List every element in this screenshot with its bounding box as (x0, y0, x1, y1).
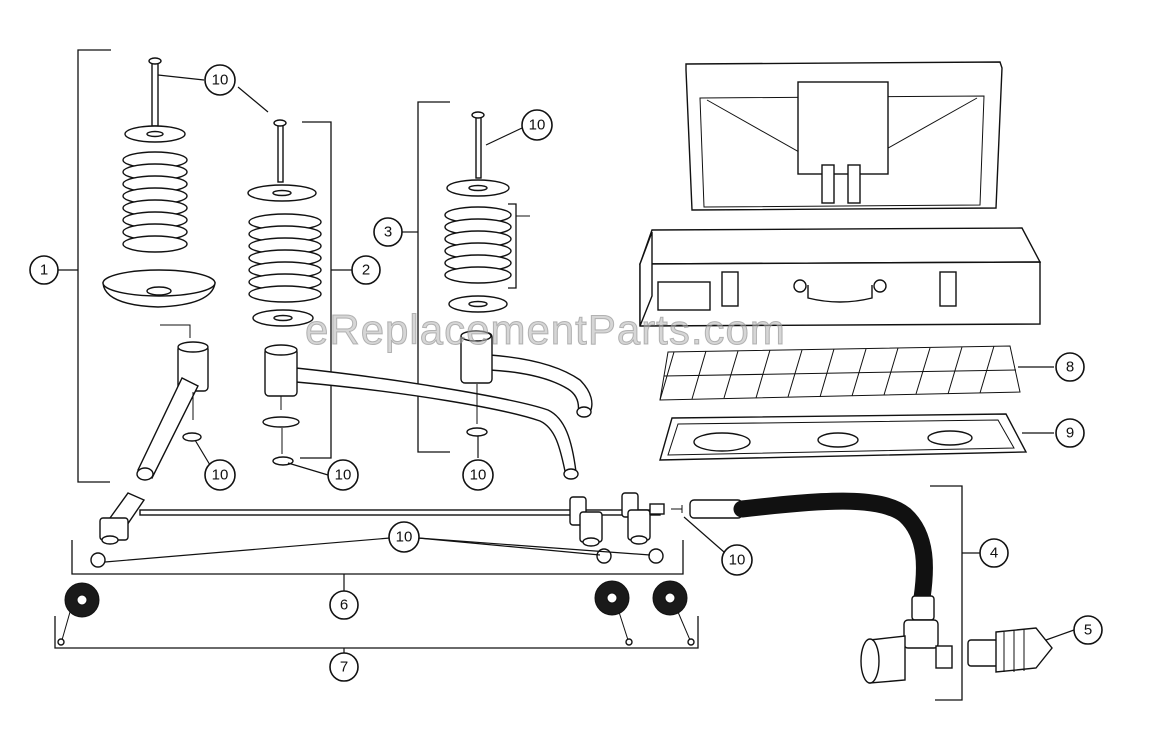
washer (262, 416, 300, 428)
callout-6-label: 6 (340, 597, 348, 614)
callout-2: 2 (351, 255, 381, 285)
knob-left (57, 582, 100, 646)
callout-1-label: 1 (40, 262, 48, 279)
stove-rim (639, 227, 1042, 265)
callout-1: 1 (29, 255, 59, 285)
burner-assembly-right (444, 111, 593, 437)
knob-middle (594, 580, 633, 646)
burner-assembly-left (102, 57, 216, 481)
callout-4-label: 4 (990, 545, 998, 562)
callout-10-label: 10 (335, 467, 352, 484)
regulator-body (903, 619, 939, 649)
bracket-group-4 (930, 485, 980, 701)
gas-hose (733, 492, 933, 607)
callout-10-label: 10 (396, 529, 413, 546)
stove-case (639, 61, 1042, 327)
callout-10-label: 10 (212, 467, 229, 484)
callout-10-label: 10 (729, 552, 746, 569)
hose-assembly (689, 492, 953, 684)
callout-4: 4 (979, 538, 1009, 568)
callout-10-bolt-right: 10 (521, 109, 553, 141)
callout-10-washer-right: 10 (462, 459, 494, 491)
valve-middle (569, 496, 603, 547)
orifice (596, 548, 612, 564)
washer (466, 427, 488, 437)
callout-10-bolt-top: 10 (204, 64, 236, 96)
burner-bolt (151, 61, 159, 127)
latch-left (721, 271, 739, 307)
control-knobs (57, 580, 695, 646)
regulator-knob (860, 638, 880, 684)
brand-plate (657, 281, 711, 311)
callout-3: 3 (373, 217, 403, 247)
valve-left (99, 492, 146, 545)
callout-2-label: 2 (362, 262, 370, 279)
carry-handle (807, 285, 873, 303)
callout-6: 6 (329, 590, 359, 620)
knob-right (652, 580, 695, 646)
instruction-label (797, 81, 889, 175)
burner-ring-stack (444, 206, 512, 284)
bracket-group-6 (71, 540, 684, 592)
callout-3-label: 3 (384, 224, 392, 241)
callout-10-orifices: 10 (388, 521, 420, 553)
bolt-head (148, 57, 162, 65)
callout-8-label: 8 (1066, 359, 1074, 376)
callout-7-label: 7 (340, 659, 348, 676)
orifice (648, 548, 664, 564)
latch-right (939, 271, 957, 307)
orifice (90, 552, 106, 568)
bracket-group-1 (58, 49, 111, 483)
callout-9: 9 (1055, 418, 1085, 448)
burner-tube (295, 367, 577, 477)
burner-bolt (475, 115, 482, 179)
bracket-group-3 (402, 101, 530, 453)
callout-8: 8 (1055, 352, 1085, 382)
burner-ring-stack (122, 151, 188, 253)
valve-right (621, 492, 665, 545)
callout-10-washer-left: 10 (204, 459, 236, 491)
manifold-assembly (90, 492, 683, 568)
bracket-group-7 (54, 616, 699, 654)
bracket-group-2 (300, 121, 352, 459)
burner-ring-stack (248, 213, 322, 303)
leader-lines (104, 74, 1075, 641)
callout-5: 5 (1073, 615, 1103, 645)
callout-5-label: 5 (1084, 622, 1092, 639)
callout-10-label: 10 (529, 117, 546, 134)
burner-bolt (277, 123, 284, 183)
callout-10-label: 10 (470, 467, 487, 484)
callout-7: 7 (329, 652, 359, 682)
callout-10-label: 10 (212, 72, 229, 89)
washer (182, 432, 202, 442)
drip-pan (659, 413, 1028, 461)
callout-9-label: 9 (1066, 425, 1074, 442)
burner-tube (137, 377, 199, 479)
cooking-grate (659, 345, 1021, 401)
burner-assembly-middle (247, 119, 579, 480)
callout-10-fitting: 10 (721, 544, 753, 576)
propane-adapter (967, 627, 1053, 673)
callout-10-washer-middle: 10 (327, 459, 359, 491)
